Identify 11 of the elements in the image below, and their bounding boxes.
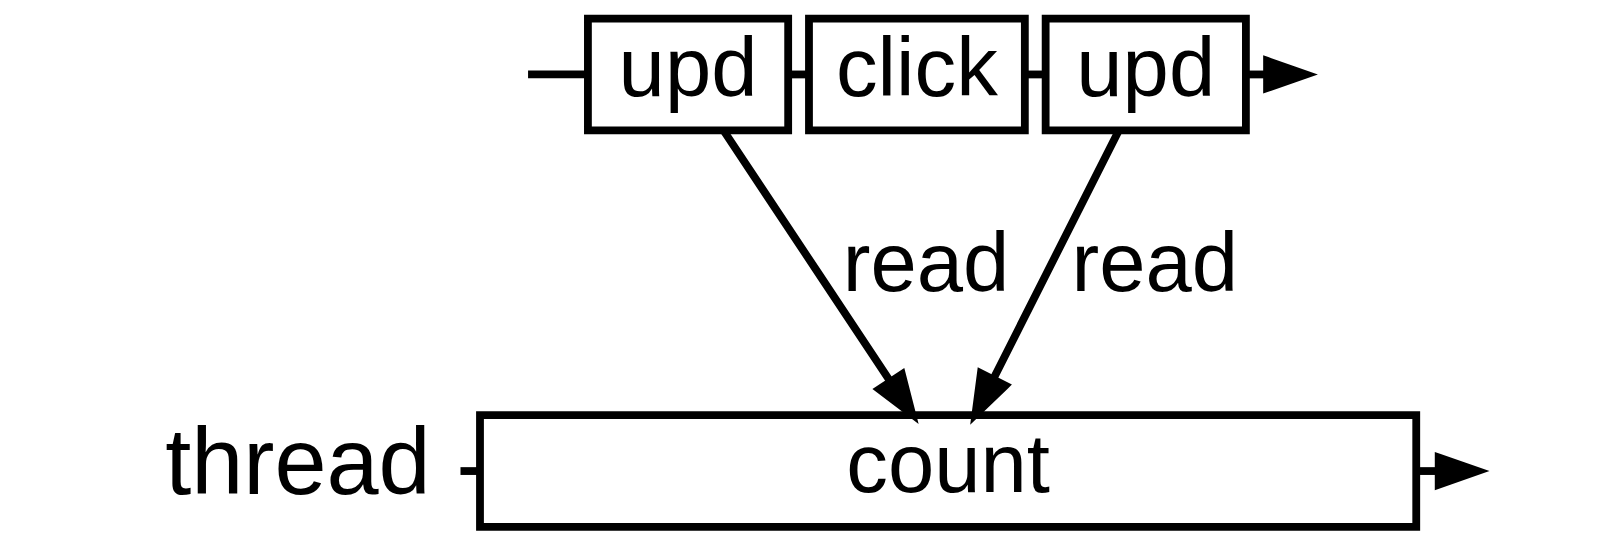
node-box: click (805, 14, 1029, 135)
connector (789, 70, 809, 79)
connector (1025, 70, 1045, 79)
node-box: upd (1041, 14, 1250, 135)
edge-label: read (1071, 215, 1239, 309)
node-box: upd (584, 14, 793, 135)
arrow (1416, 451, 1490, 491)
edge-label: read (842, 215, 1010, 309)
arrow (1246, 55, 1318, 94)
node-text: thread (165, 408, 431, 514)
node-box: count (476, 411, 1421, 531)
